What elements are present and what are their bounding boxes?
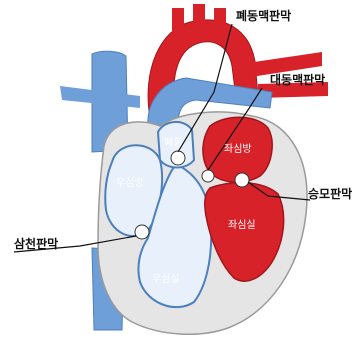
- right-atrium-label: 우심방: [116, 177, 144, 189]
- aorta-branch-2: [193, 4, 205, 28]
- mitral-valve-marker: [235, 173, 249, 187]
- pulmonary-artery-inner-label: 폐동: [164, 137, 182, 149]
- tricuspid-valve-marker: [135, 225, 149, 239]
- aorta-branch-1: [172, 8, 184, 34]
- aorta-branch-3: [214, 8, 226, 34]
- pulmonary-valve-marker: [171, 151, 185, 165]
- left-ventricle-label: 좌심실: [228, 219, 256, 231]
- aortic-valve-label: 대동맥판막: [270, 72, 325, 87]
- mitral-valve-label: 승모판막: [308, 186, 352, 201]
- pulmonary-valve-label: 폐동맥판막: [236, 8, 291, 23]
- left-atrium-label: 좌심방: [224, 143, 252, 155]
- right-ventricle-label: 우심실: [152, 273, 180, 285]
- tricuspid-valve-label: 삼천판막: [14, 236, 58, 251]
- aortic-valve-marker: [202, 170, 214, 182]
